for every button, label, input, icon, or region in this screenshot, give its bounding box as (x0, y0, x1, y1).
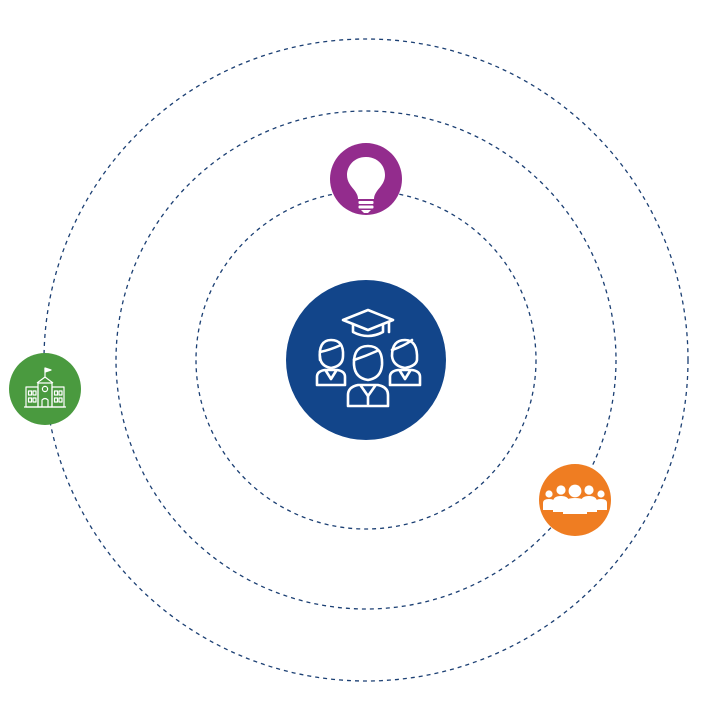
center-node (286, 280, 446, 440)
school-building-icon (24, 367, 66, 408)
middle-orbit (115, 110, 617, 610)
group-node (539, 464, 611, 536)
school-node-circle (9, 353, 81, 425)
lightbulb-icon (347, 157, 385, 213)
graduates-icon (315, 308, 422, 408)
people-group-icon (543, 484, 607, 514)
lightbulb-node (330, 143, 402, 215)
school-node (9, 353, 81, 425)
inner-orbit (195, 190, 537, 530)
center-node-circle (286, 280, 446, 440)
